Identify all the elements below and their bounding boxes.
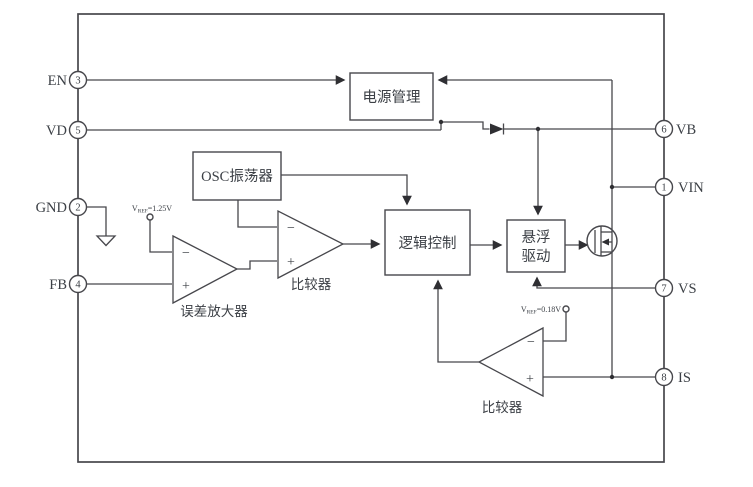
minus-sign: − (182, 246, 190, 261)
block-logic-control: 逻辑控制 (384, 209, 471, 276)
pin-gnd-number: 2 (75, 203, 80, 214)
pin-vd: VD 5 (46, 120, 88, 140)
vref-current: VREF=0.18V (521, 305, 570, 316)
block-oscillator-box (192, 151, 282, 201)
pin-en-label: EN (48, 73, 68, 89)
pin-vs-number: 7 (661, 284, 666, 295)
mosfet-body-circle (586, 225, 618, 257)
pin-is-label: IS (678, 370, 691, 386)
junction-dot (609, 374, 615, 380)
pin-vb-label: VB (676, 122, 696, 138)
wire-diode-anode (441, 121, 490, 130)
block-oscillator-label: OSC振荡器 (201, 168, 273, 185)
vref-terminal (562, 305, 570, 313)
pwm-comparator-label: 比较器 (291, 277, 332, 292)
pin-en: EN 3 (48, 70, 88, 90)
pin-vs-circle (654, 278, 674, 298)
mosfet (586, 225, 618, 257)
pin-fb: FB 4 (49, 274, 88, 294)
wire-error-amp-to-comparator (237, 260, 277, 270)
pin-is-circle (654, 367, 674, 387)
diode-icon (490, 123, 504, 135)
vref-0v18-label: VREF=0.18V (521, 305, 561, 316)
ic-package-outline (77, 13, 665, 463)
pin-vb-number: 6 (661, 125, 666, 136)
minus-sign: − (287, 221, 295, 236)
pin-vb: 6 VB (654, 119, 696, 139)
pwm-comparator-triangle (277, 209, 345, 280)
pin-is-number: 8 (661, 373, 666, 384)
current-comparator: − + 比较器 (477, 326, 544, 415)
wire-osc-to-comparator (237, 200, 277, 228)
pin-vs-label: VS (678, 281, 697, 297)
pin-fb-circle (68, 274, 88, 294)
current-comparator-triangle (477, 326, 544, 398)
pin-vb-circle (654, 119, 674, 139)
mosfet-arrow-icon (601, 238, 609, 246)
plus-sign: + (182, 279, 190, 294)
wire-gnd (86, 206, 107, 236)
plus-sign: + (287, 255, 295, 270)
bootstrap-diode (490, 123, 505, 135)
junction-dot (535, 126, 541, 132)
error-amplifier: − + 误差放大器 (172, 234, 248, 319)
block-floating-drive-box (506, 219, 566, 273)
block-floating-drive-label-line2: 驱动 (522, 248, 551, 265)
pin-vin-number: 1 (661, 183, 666, 194)
block-power-management-label: 电源管理 (363, 89, 421, 106)
vref-1v25-label: VREF=1.25V (132, 204, 172, 215)
pin-vin-circle (654, 177, 674, 197)
pin-en-circle (68, 70, 88, 90)
pin-vd-circle (68, 120, 88, 140)
pin-en-number: 3 (75, 76, 80, 87)
current-comparator-label: 比较器 (482, 400, 523, 415)
pin-vin: 1 VIN (654, 177, 704, 197)
minus-sign: − (527, 335, 535, 350)
pin-is: 8 IS (654, 367, 691, 387)
pin-gnd: GND 2 (36, 197, 88, 217)
block-logic-control-label: 逻辑控制 (399, 235, 457, 252)
vref-terminal (146, 213, 154, 221)
pin-vd-label: VD (46, 123, 67, 139)
block-oscillator: OSC振荡器 (192, 151, 282, 201)
plus-sign: + (526, 372, 534, 387)
block-power-management-box (349, 72, 434, 121)
wire-current-comparator-to-logic (433, 279, 479, 363)
wire-vs-to-floating-drive (532, 276, 656, 289)
wire-vref-to-error-amp (149, 220, 172, 253)
pwm-comparator: − + 比较器 (277, 209, 345, 292)
block-power-management: 电源管理 (349, 72, 434, 121)
pin-gnd-label: GND (36, 200, 67, 216)
pin-fb-number: 4 (75, 280, 81, 291)
pin-vs: 7 VS (654, 278, 697, 298)
wire-vref2-to-comparator (543, 312, 567, 342)
pin-gnd-circle (68, 197, 88, 217)
pin-fb-label: FB (49, 277, 67, 293)
junction-dot (438, 119, 444, 125)
wire-osc-to-logic (281, 174, 412, 206)
pin-vd-number: 5 (75, 126, 80, 137)
block-logic-control-box (384, 209, 471, 276)
block-floating-drive-label-line1: 悬浮 (522, 229, 551, 246)
ground-symbol (86, 206, 117, 247)
ground-icon (95, 235, 117, 247)
error-amplifier-triangle (172, 234, 239, 305)
pin-vin-label: VIN (678, 180, 704, 196)
error-amplifier-label: 误差放大器 (180, 304, 248, 319)
junction-dot (609, 184, 615, 190)
vref-error-amp: VREF=1.25V (132, 204, 172, 221)
block-floating-drive: 悬浮 驱动 (506, 219, 566, 273)
